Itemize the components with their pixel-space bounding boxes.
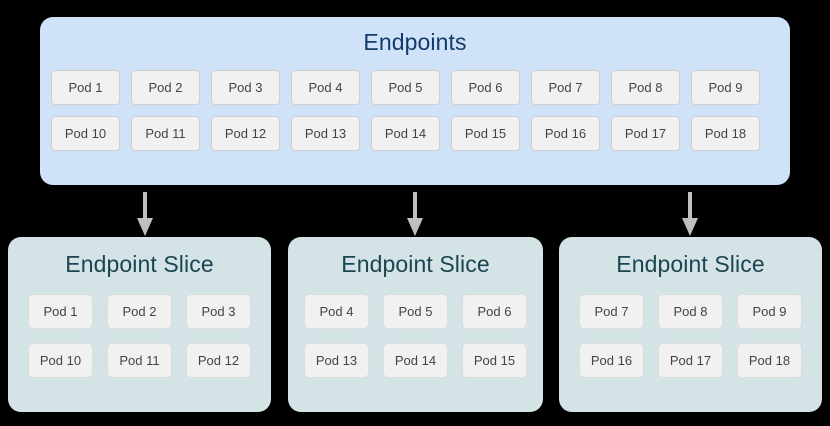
pod-chip: Pod 2 — [131, 70, 200, 105]
pod-chip: Pod 7 — [531, 70, 600, 105]
pod-chip: Pod 6 — [451, 70, 520, 105]
pod-chip: Pod 4 — [304, 294, 369, 329]
pod-chip: Pod 18 — [691, 116, 760, 151]
pod-chip: Pod 5 — [383, 294, 448, 329]
arrow-down-icon — [407, 192, 423, 236]
pod-chip: Pod 8 — [658, 294, 723, 329]
endpoint-slice-pod-row-2: Pod 16 Pod 17 Pod 18 — [579, 343, 802, 378]
endpoint-slice-pod-grid: Pod 7 Pod 8 Pod 9 Pod 16 Pod 17 Pod 18 — [559, 294, 822, 378]
endpoint-slice-container-2: Endpoint Slice Pod 4 Pod 5 Pod 6 Pod 13 … — [288, 237, 543, 412]
pod-chip: Pod 1 — [51, 70, 120, 105]
arrow-down-icon — [137, 192, 153, 236]
pod-chip: Pod 11 — [131, 116, 200, 151]
endpoints-pod-grid: Pod 1 Pod 2 Pod 3 Pod 4 Pod 5 Pod 6 Pod … — [51, 70, 779, 151]
pod-chip: Pod 14 — [383, 343, 448, 378]
pod-chip: Pod 11 — [107, 343, 172, 378]
endpoint-slice-pod-grid: Pod 4 Pod 5 Pod 6 Pod 13 Pod 14 Pod 15 — [288, 294, 543, 378]
pod-chip: Pod 10 — [51, 116, 120, 151]
pod-chip: Pod 16 — [531, 116, 600, 151]
pod-chip: Pod 13 — [304, 343, 369, 378]
endpoint-slice-title: Endpoint Slice — [65, 251, 214, 277]
endpoint-slice-pod-row-2: Pod 13 Pod 14 Pod 15 — [304, 343, 527, 378]
pod-chip: Pod 17 — [611, 116, 680, 151]
arrow-down-icon — [682, 192, 698, 236]
pod-chip: Pod 4 — [291, 70, 360, 105]
endpoint-slice-pod-grid: Pod 1 Pod 2 Pod 3 Pod 10 Pod 11 Pod 12 — [8, 294, 271, 378]
pod-chip: Pod 3 — [186, 294, 251, 329]
endpoints-title: Endpoints — [363, 29, 467, 55]
endpoint-slice-container-3: Endpoint Slice Pod 7 Pod 8 Pod 9 Pod 16 … — [559, 237, 822, 412]
endpoints-pod-row-2: Pod 10 Pod 11 Pod 12 Pod 13 Pod 14 Pod 1… — [51, 116, 779, 151]
pod-chip: Pod 12 — [186, 343, 251, 378]
endpoints-container: Endpoints Pod 1 Pod 2 Pod 3 Pod 4 Pod 5 … — [40, 17, 790, 185]
pod-chip: Pod 9 — [691, 70, 760, 105]
pod-chip: Pod 15 — [462, 343, 527, 378]
pod-chip: Pod 8 — [611, 70, 680, 105]
pod-chip: Pod 13 — [291, 116, 360, 151]
pod-chip: Pod 15 — [451, 116, 520, 151]
pod-chip: Pod 5 — [371, 70, 440, 105]
endpoint-slice-pod-row-2: Pod 10 Pod 11 Pod 12 — [28, 343, 251, 378]
endpoint-slice-pod-row-1: Pod 4 Pod 5 Pod 6 — [304, 294, 527, 329]
pod-chip: Pod 17 — [658, 343, 723, 378]
pod-chip: Pod 3 — [211, 70, 280, 105]
pod-chip: Pod 6 — [462, 294, 527, 329]
endpoint-slice-title: Endpoint Slice — [616, 251, 765, 277]
pod-chip: Pod 14 — [371, 116, 440, 151]
endpoints-pod-row-1: Pod 1 Pod 2 Pod 3 Pod 4 Pod 5 Pod 6 Pod … — [51, 70, 779, 105]
pod-chip: Pod 9 — [737, 294, 802, 329]
endpoint-slice-container-1: Endpoint Slice Pod 1 Pod 2 Pod 3 Pod 10 … — [8, 237, 271, 412]
pod-chip: Pod 10 — [28, 343, 93, 378]
pod-chip: Pod 1 — [28, 294, 93, 329]
pod-chip: Pod 18 — [737, 343, 802, 378]
pod-chip: Pod 2 — [107, 294, 172, 329]
endpoint-slice-pod-row-1: Pod 7 Pod 8 Pod 9 — [579, 294, 802, 329]
pod-chip: Pod 7 — [579, 294, 644, 329]
pod-chip: Pod 12 — [211, 116, 280, 151]
pod-chip: Pod 16 — [579, 343, 644, 378]
endpoint-slice-title: Endpoint Slice — [341, 251, 490, 277]
endpoint-slice-pod-row-1: Pod 1 Pod 2 Pod 3 — [28, 294, 251, 329]
